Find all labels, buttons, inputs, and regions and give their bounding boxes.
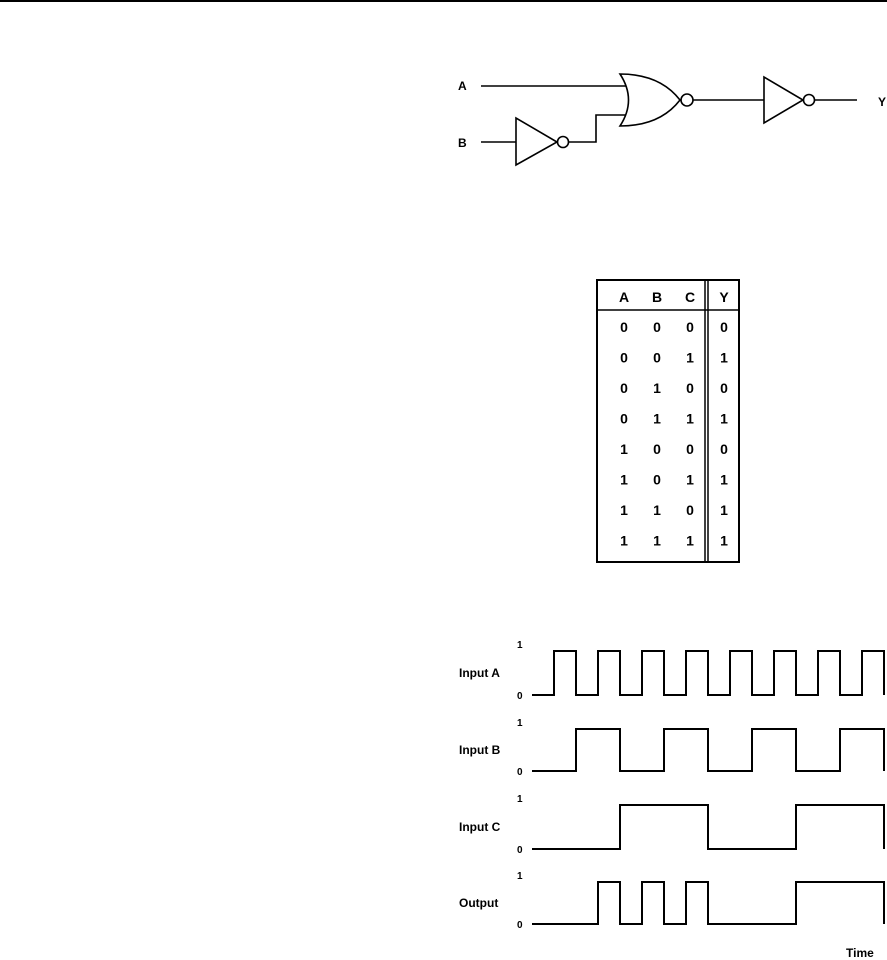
low-level-label: 0 — [517, 691, 523, 702]
high-level-label: 1 — [517, 794, 523, 805]
truth-table-cell: 0 — [686, 319, 694, 335]
signal-input-c: Input C 1 0 — [459, 794, 885, 856]
signal-input-a: Input A 1 0 — [459, 640, 885, 702]
truth-table-cell: 1 — [620, 533, 628, 549]
truth-table-cell: 1 — [653, 411, 661, 427]
signal-input-b: Input B 1 0 — [459, 718, 885, 778]
nor-gate-bubble — [680, 93, 694, 107]
truth-table-cell: 0 — [653, 441, 661, 457]
signal-name-label: Input A — [459, 666, 500, 680]
truth-table-cell: 1 — [720, 472, 728, 488]
input-b-label: B — [458, 136, 467, 150]
waveform — [532, 728, 885, 772]
low-level-label: 0 — [517, 767, 523, 778]
truth-table-cell: 0 — [620, 319, 628, 335]
not-gate-b-bubble — [556, 135, 570, 149]
truth-table: A B C Y 0 0 0 0 0 0 1 1 0 1 0 0 0 1 1 1 1 0 0 0 1 0 1 1 1 1 0 1 1 1 1 1 — [596, 279, 740, 563]
truth-table-cell: 1 — [620, 441, 628, 457]
truth-table-text: A B C Y 0 0 0 0 0 0 1 1 0 1 0 0 0 1 1 1 1 0 0 0 1 0 1 1 1 1 0 1 1 1 1 1 — [619, 289, 729, 549]
signal-name-label: Input B — [459, 743, 501, 757]
not-gate-b — [515, 116, 559, 167]
truth-table-cell: 0 — [653, 350, 661, 366]
truth-table-cell: 0 — [686, 441, 694, 457]
truth-table-cell: 0 — [686, 380, 694, 396]
top-rule — [0, 0, 887, 2]
logic-circuit: A B Y — [458, 73, 886, 167]
truth-table-cell: 1 — [620, 502, 628, 518]
truth-table-cell: 1 — [653, 380, 661, 396]
waveform — [532, 804, 885, 850]
nor-gate — [618, 73, 682, 127]
truth-table-cell: 1 — [720, 411, 728, 427]
truth-table-border — [596, 279, 740, 563]
output-y-label: Y — [878, 95, 886, 109]
truth-table-cell: 0 — [620, 350, 628, 366]
waveform — [532, 881, 885, 925]
truth-table-cell: 1 — [720, 502, 728, 518]
truth-table-cell: 1 — [620, 472, 628, 488]
not-gate-out-bubble — [802, 93, 816, 107]
truth-table-cell: 0 — [653, 319, 661, 335]
high-level-label: 1 — [517, 640, 523, 651]
truth-table-header-cell: A — [619, 289, 629, 305]
signal-name-label: Input C — [459, 820, 501, 834]
not-gate-out — [763, 75, 805, 125]
signal-output: Output 1 0 — [459, 871, 885, 931]
input-a-label: A — [458, 79, 467, 93]
truth-table-cell: 0 — [720, 441, 728, 457]
truth-table-cell: 1 — [653, 502, 661, 518]
truth-table-cell: 0 — [653, 472, 661, 488]
low-level-label: 0 — [517, 845, 523, 856]
truth-table-cell: 0 — [686, 502, 694, 518]
truth-table-cell: 0 — [720, 319, 728, 335]
truth-table-cell: 1 — [686, 350, 694, 366]
high-level-label: 1 — [517, 871, 523, 882]
signal-name-label: Output — [459, 896, 498, 910]
truth-table-cell: 1 — [686, 472, 694, 488]
truth-table-cell: 1 — [686, 533, 694, 549]
truth-table-cell: 1 — [720, 533, 728, 549]
truth-table-header-cell: Y — [719, 289, 729, 305]
waveform — [532, 650, 885, 696]
truth-table-cell: 1 — [720, 350, 728, 366]
low-level-label: 0 — [517, 920, 523, 931]
truth-table-header-cell: B — [652, 289, 662, 305]
high-level-label: 1 — [517, 718, 523, 729]
truth-table-cell: 0 — [720, 380, 728, 396]
truth-table-cell: 0 — [620, 380, 628, 396]
time-axis-label: Time — [846, 946, 874, 960]
truth-table-header-cell: C — [685, 289, 695, 305]
truth-table-cell: 1 — [686, 411, 694, 427]
truth-table-cell: 0 — [620, 411, 628, 427]
truth-table-cell: 1 — [653, 533, 661, 549]
wire-not-b-to-nor — [569, 114, 626, 143]
